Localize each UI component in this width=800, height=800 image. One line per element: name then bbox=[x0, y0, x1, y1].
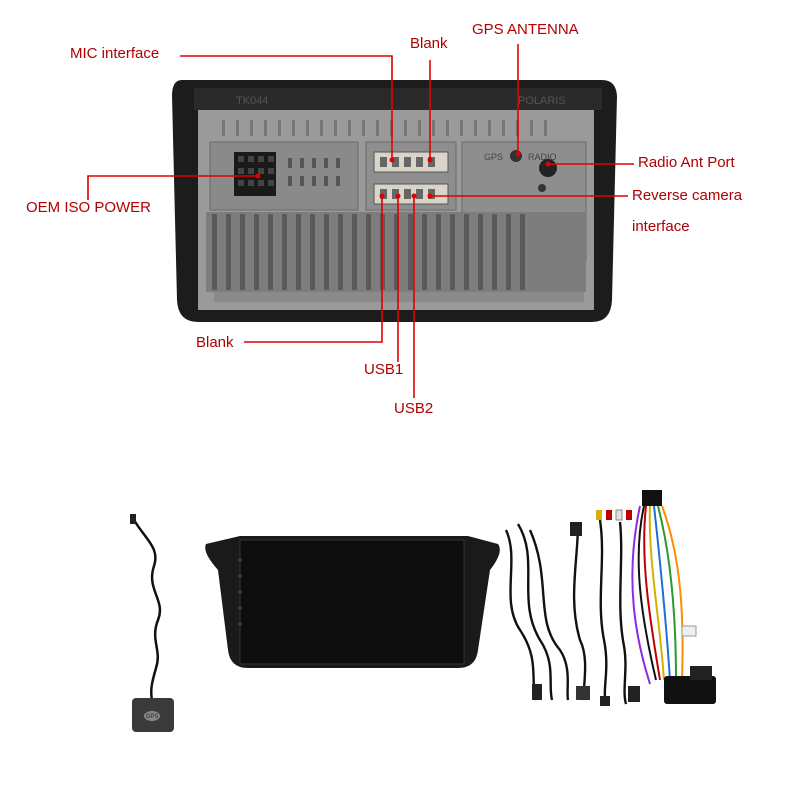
gps-antenna-icon: GPS bbox=[130, 514, 174, 732]
label-radio-ant-port: Radio Ant Port bbox=[638, 154, 735, 171]
callout-dots bbox=[255, 151, 551, 199]
callout-line-oem bbox=[87, 175, 258, 200]
frame-strip bbox=[194, 88, 602, 110]
side-pin-blocks bbox=[288, 158, 340, 186]
head-unit-screen-icon bbox=[205, 536, 500, 668]
heatsink-fins bbox=[212, 214, 525, 290]
brand-marking: POLARIS bbox=[518, 95, 566, 107]
wiring-harness-icon bbox=[631, 490, 716, 704]
callout-lines bbox=[87, 44, 634, 398]
cable-bundle-icon bbox=[504, 519, 628, 705]
gps-module-marking: GPS bbox=[146, 714, 159, 720]
label-mic-interface: MIC interface bbox=[70, 45, 160, 62]
radio-port-marking: RADIO bbox=[528, 152, 557, 162]
harness-plug-bottom bbox=[664, 676, 716, 704]
harness-plug-top bbox=[642, 490, 662, 506]
label-blank-top: Blank bbox=[410, 35, 448, 52]
cable-connectors bbox=[532, 509, 640, 706]
callout-line-blank-bottom bbox=[244, 196, 383, 343]
gps-port bbox=[510, 150, 522, 162]
model-marking: TK044 bbox=[236, 95, 268, 107]
label-reverse-camera-2: interface bbox=[632, 218, 690, 235]
head-unit-side-buttons bbox=[238, 558, 242, 626]
label-usb2: USB2 bbox=[394, 400, 434, 417]
aux-port bbox=[538, 184, 546, 192]
iso-socket-pins bbox=[238, 156, 274, 186]
label-oem-iso-power: OEM ISO POWER bbox=[26, 199, 152, 216]
gps-module-badge bbox=[144, 711, 160, 721]
gps-cable-plug bbox=[130, 514, 136, 524]
label-blank-bottom: Blank bbox=[196, 334, 234, 351]
bottom-rail bbox=[214, 292, 584, 302]
harness-label bbox=[681, 625, 697, 637]
callout-line-mic bbox=[180, 55, 393, 160]
gps-port-marking: GPS bbox=[484, 152, 503, 162]
label-usb1: USB1 bbox=[364, 361, 404, 378]
label-gps-antenna: GPS ANTENNA bbox=[472, 21, 579, 38]
label-reverse-camera: Reverse camera bbox=[632, 187, 743, 204]
head-unit-rear: TK044 POLARIS bbox=[172, 80, 617, 322]
gps-cable bbox=[132, 519, 162, 701]
harness-plug-bottom-2 bbox=[690, 666, 712, 680]
head-unit-display bbox=[239, 539, 465, 665]
